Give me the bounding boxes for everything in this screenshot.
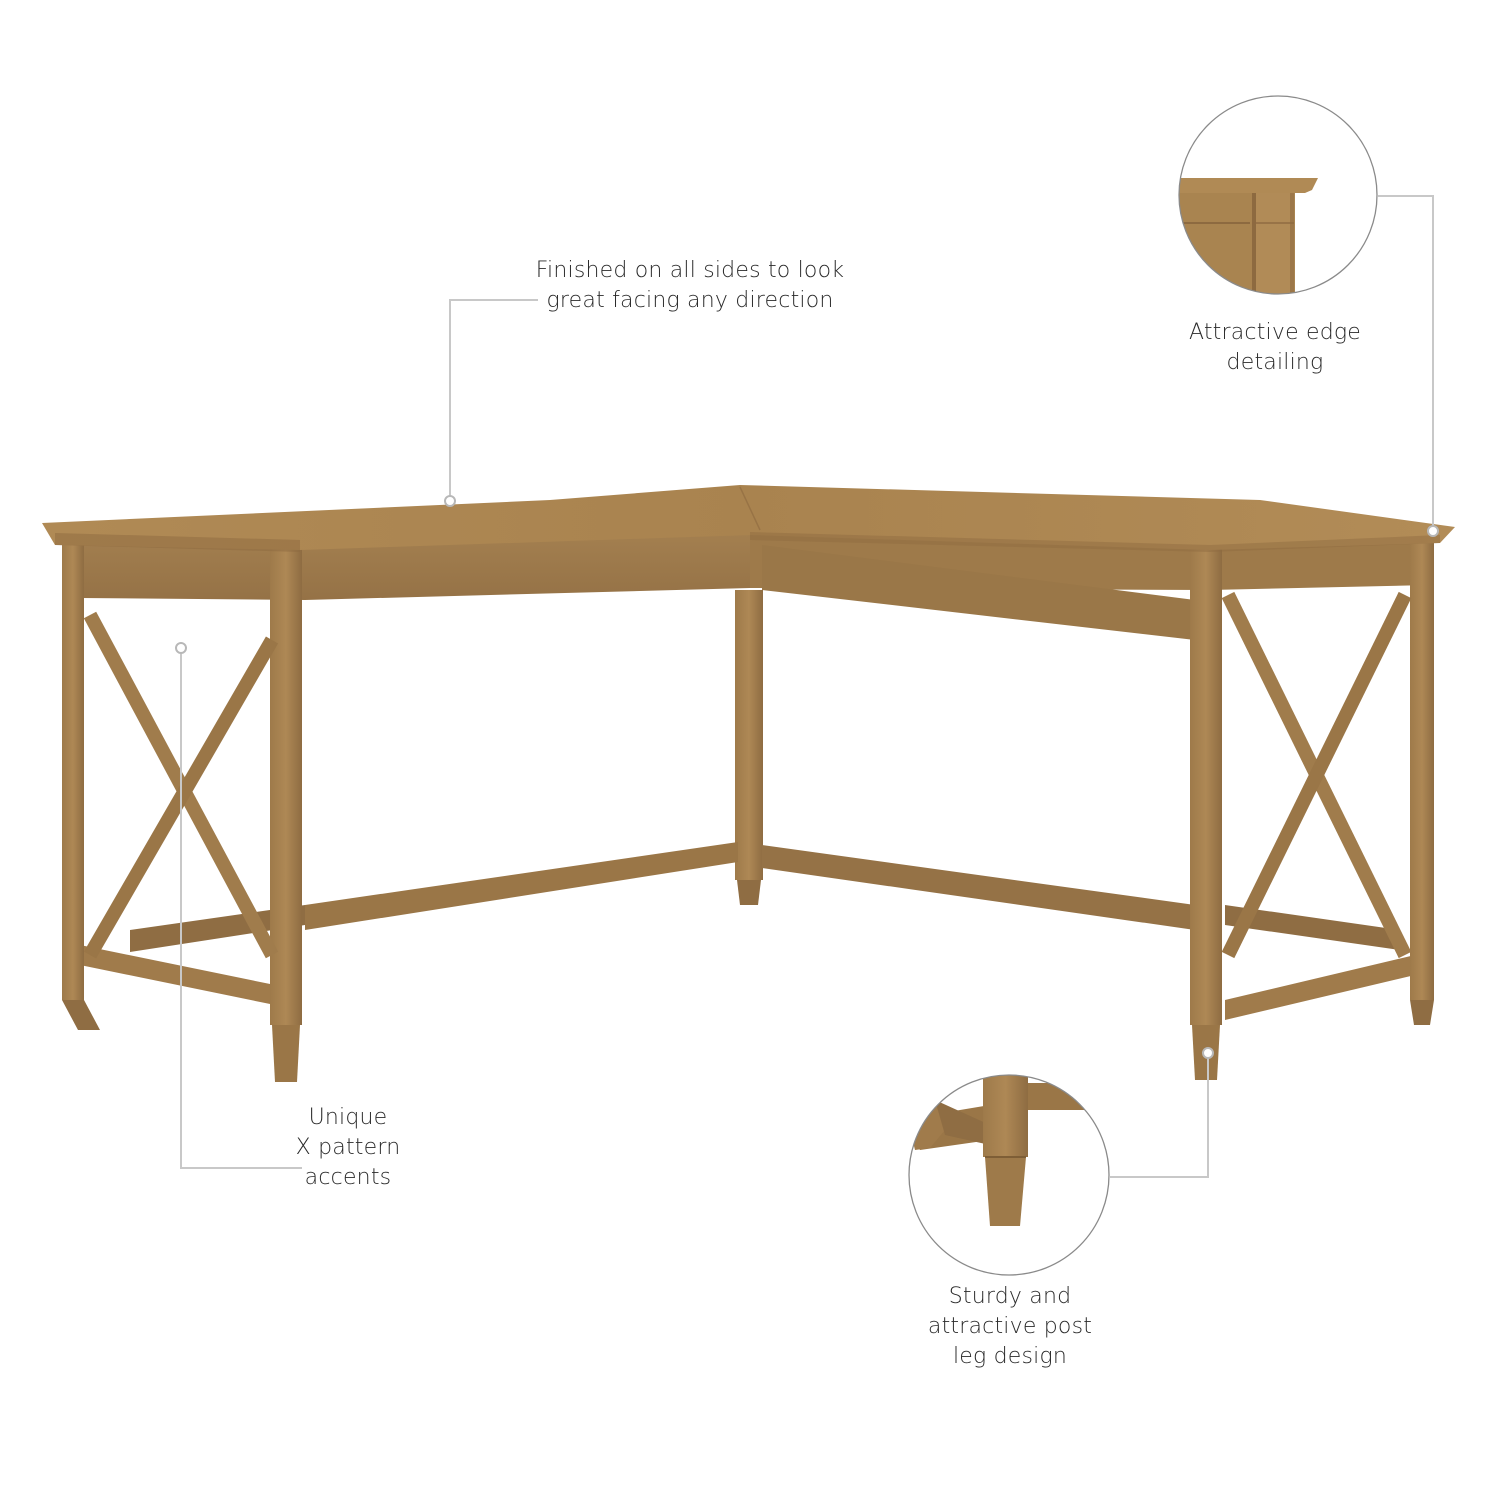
caption-x-pattern: Unique X pattern accents <box>283 1103 413 1193</box>
callout-anchor-dots <box>175 495 1439 1059</box>
inset-edge-detail <box>1178 95 1378 295</box>
callout-line-x-pattern <box>180 650 302 1169</box>
caption-line: leg design <box>952 1344 1068 1369</box>
caption-line: detailing <box>1226 350 1324 375</box>
callout-line-finished <box>449 299 538 500</box>
desk-top <box>42 485 1455 552</box>
caption-line: Sturdy and <box>948 1284 1072 1309</box>
callout-line-post-leg <box>1110 1055 1209 1178</box>
caption-edge-detailing: Attractive edge detailing <box>1170 318 1380 378</box>
anchor-dot-x-pattern <box>175 642 187 654</box>
caption-finished-sides: Finished on all sides to look great faci… <box>510 256 870 316</box>
inset-post-leg <box>908 1074 1110 1276</box>
anchor-dot-post-leg <box>1202 1047 1214 1059</box>
caption-line: Finished on all sides to look <box>535 258 845 283</box>
desk <box>42 485 1455 1082</box>
lower-stretchers <box>80 842 1415 1020</box>
caption-line: Attractive edge <box>1188 320 1362 345</box>
caption-line: X pattern <box>295 1135 401 1160</box>
caption-line: attractive post <box>927 1314 1093 1339</box>
callout-lines <box>180 195 1434 1178</box>
callout-line-edge <box>1378 195 1434 528</box>
caption-line: accents <box>304 1165 392 1190</box>
anchor-dot-edge <box>1427 525 1439 537</box>
caption-post-leg: Sturdy and attractive post leg design <box>915 1282 1105 1372</box>
back-corner-leg <box>735 590 763 905</box>
caption-line: Unique <box>308 1105 388 1130</box>
anchor-dot-finished <box>444 495 456 507</box>
caption-line: great facing any direction <box>546 288 834 313</box>
